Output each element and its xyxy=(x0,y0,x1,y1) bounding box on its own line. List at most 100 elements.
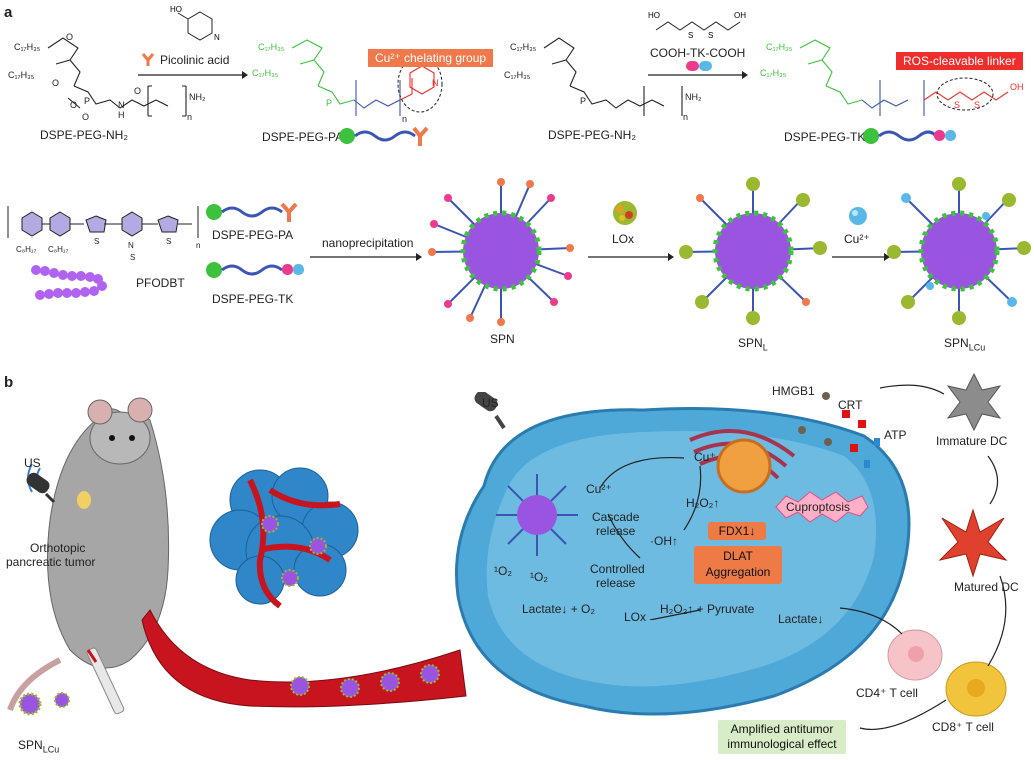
svg-text:C₁₇H₃₅: C₁₇H₃₅ xyxy=(510,42,537,52)
picolinic-acid-label: Picolinic acid xyxy=(160,53,230,67)
cuproptosis-label: Cuproptosis xyxy=(786,500,851,514)
svg-text:C₁₇H₃₅: C₁₇H₃₅ xyxy=(252,68,279,78)
reaction-arrow-1 xyxy=(138,71,248,79)
syringe-icon xyxy=(86,647,125,715)
tk-linker-icon xyxy=(686,61,712,71)
legend-pa-icon xyxy=(206,202,298,222)
amplified-effect-line2: immunological effect xyxy=(727,737,837,751)
lox-arrow xyxy=(588,253,674,261)
svg-text:N: N xyxy=(128,241,134,250)
svg-text:HO: HO xyxy=(648,11,660,20)
nanoprecipitation-label: nanoprecipitation xyxy=(322,236,414,250)
dspe-peg-nh2-label-2: DSPE-PEG-NH₂ xyxy=(548,128,637,142)
svg-text:O: O xyxy=(66,32,73,42)
tumor-label-line2: pancreatic tumor xyxy=(6,555,96,569)
svg-text:P: P xyxy=(580,96,586,106)
tumor-cell-illustration xyxy=(454,406,911,716)
dlat-label-line1: DLAT xyxy=(723,549,753,563)
spn-label: SPN xyxy=(490,332,515,346)
svg-text:C₁₇H₃₅: C₁₇H₃₅ xyxy=(760,68,787,78)
svg-text:O: O xyxy=(70,100,77,110)
svg-text:C₈H₁₇: C₈H₁₇ xyxy=(16,245,37,254)
picolinic-acid-structure: HO N xyxy=(170,6,220,42)
dspe-peg-tk-label: DSPE-PEG-TK xyxy=(784,130,866,144)
cu2-arrow xyxy=(832,253,890,261)
dlat-label-line2: Aggregation xyxy=(705,565,771,579)
spn-l-particle xyxy=(679,177,827,325)
svg-text:S: S xyxy=(708,31,713,40)
matured-dc-icon xyxy=(938,508,1008,578)
svg-text:O: O xyxy=(82,112,89,122)
svg-text:OH: OH xyxy=(1010,82,1024,92)
svg-text:N: N xyxy=(118,100,125,110)
svg-text:S: S xyxy=(954,100,960,110)
controlled-release-line1: Controlled xyxy=(590,562,645,576)
chelating-group-tag: Cu²⁺ chelating group xyxy=(368,49,494,67)
spn-in-cell-particle xyxy=(496,474,578,556)
h2o2-pyruvate-label: H₂O₂↑ + Pyruvate xyxy=(660,602,755,616)
us-left-label: US xyxy=(24,456,41,470)
cascade-release-line2: release xyxy=(596,524,636,538)
panel-b-label: b xyxy=(4,374,14,391)
svg-text:OH: OH xyxy=(734,11,746,20)
chelator-icon xyxy=(141,53,155,66)
svg-text:S: S xyxy=(974,100,980,110)
spn-lcu-left-subscript: LCu xyxy=(42,744,60,755)
panel-a-label: a xyxy=(4,4,13,21)
dspe-peg-pa-label: DSPE-PEG-PA xyxy=(262,130,344,144)
spn-lcu-text: SPN xyxy=(944,336,969,350)
mouse-illustration xyxy=(7,397,170,712)
svg-text:n: n xyxy=(402,114,407,124)
singlet-o2-label-2: ¹O₂ xyxy=(530,570,548,584)
cu2-plus-label: Cu²⁺ xyxy=(586,482,612,496)
cu-plus-label: Cu⁺ xyxy=(694,450,716,464)
svg-text:P: P xyxy=(84,96,90,106)
svg-text:HO: HO xyxy=(170,6,182,14)
spn-l-label: SPNL xyxy=(738,336,768,354)
legend-tk-label: DSPE-PEG-TK xyxy=(212,292,294,306)
cu-ion-icon xyxy=(849,207,867,225)
nanoprecipitation-arrow xyxy=(310,253,422,261)
spn-lcu-left-label: SPNLCu xyxy=(18,738,59,756)
dspe-peg-nh2-label-1: DSPE-PEG-NH₂ xyxy=(40,128,129,142)
svg-text:N: N xyxy=(214,33,220,42)
cd4-t-cell-icon xyxy=(887,629,943,681)
svg-text:C₁₇H₃₅: C₁₇H₃₅ xyxy=(14,42,41,52)
svg-text:H: H xyxy=(118,110,125,120)
legend-pa-label: DSPE-PEG-PA xyxy=(212,228,294,242)
svg-text:O: O xyxy=(52,78,59,88)
lox-enzyme-icon xyxy=(613,201,637,225)
immature-dc-icon xyxy=(946,372,1002,432)
fdx1-label: FDX1↓ xyxy=(718,524,756,538)
dlat-box: DLAT Aggregation xyxy=(694,546,782,584)
spn-lcu-left-text: SPN xyxy=(18,738,43,752)
ultrasound-probe-left-icon xyxy=(26,472,56,504)
cu2-label: Cu²⁺ xyxy=(844,232,870,246)
svg-text:S: S xyxy=(130,253,135,262)
immature-dc-label: Immature DC xyxy=(936,434,1008,448)
legend-tk-icon xyxy=(206,262,304,278)
svg-text:C₁₇H₃₅: C₁₇H₃₅ xyxy=(504,70,531,80)
svg-text:C₈H₁₇: C₈H₁₇ xyxy=(48,245,69,254)
ros-cleavable-tag: ROS-cleavable linker xyxy=(896,52,1023,70)
cuproptosis-burst-icon xyxy=(775,491,869,523)
svg-text:C₁₇H₃₅: C₁₇H₃₅ xyxy=(766,42,793,52)
peg-tk-schematic-icon xyxy=(863,128,956,144)
svg-text:C₁₇H₃₅: C₁₇H₃₅ xyxy=(8,70,35,80)
cascade-release-line1: Cascade xyxy=(592,510,640,524)
amplified-effect-line1: Amplified antitumor xyxy=(730,722,834,736)
cd4-t-cell-label: CD4⁺ T cell xyxy=(856,686,918,700)
hmgb1-label: HMGB1 xyxy=(772,384,815,398)
svg-text:N: N xyxy=(432,78,439,88)
svg-text:S: S xyxy=(688,31,693,40)
svg-text:NH₂: NH₂ xyxy=(685,92,702,102)
atp-label: ATP xyxy=(884,428,907,442)
tk-reagent-structure: HO S S OH xyxy=(648,11,746,40)
spn-lcu-label: SPNLCu xyxy=(944,336,985,354)
svg-text:P: P xyxy=(326,98,332,108)
blood-vessel-illustration xyxy=(141,609,467,708)
tumor-mass-illustration xyxy=(209,467,359,609)
